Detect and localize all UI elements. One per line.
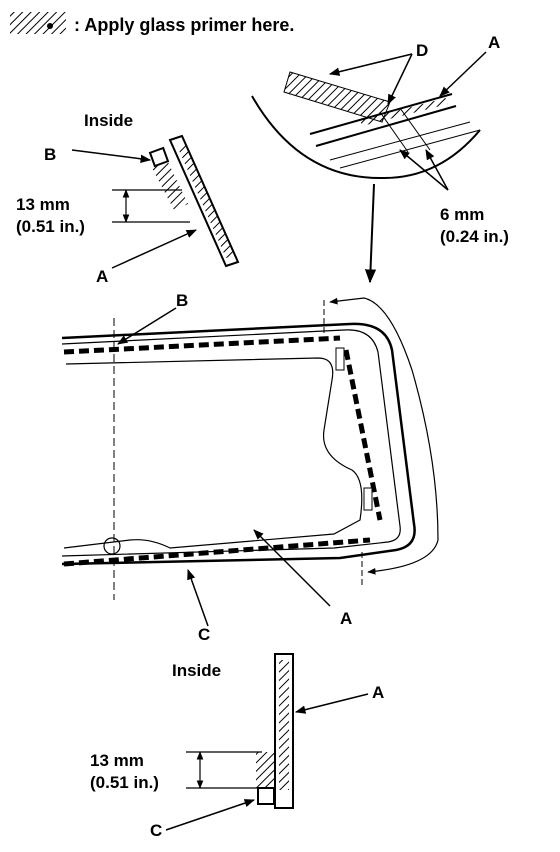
circle-detail-dim-mm: 6 mm xyxy=(440,205,485,224)
bottom-detail-label-a: A xyxy=(372,683,385,702)
legend-text: : Apply glass primer here. xyxy=(74,15,295,35)
bottom-detail-dim-mm: 13 mm xyxy=(90,751,144,770)
bottom-detail-label-c: C xyxy=(150,821,163,840)
main-view-label-c: C xyxy=(198,625,211,644)
main-window-view xyxy=(61,297,439,627)
top-detail-label-b: B xyxy=(44,145,57,164)
main-view-label-a: A xyxy=(340,609,353,628)
top-detail-label-a: A xyxy=(96,267,109,286)
circle-detail-dim-in: (0.24 in.) xyxy=(440,227,509,246)
bottom-detail-inside-label: Inside xyxy=(172,661,222,680)
bottom-detail-dim-in: (0.51 in.) xyxy=(90,773,159,792)
top-detail-dim-mm: 13 mm xyxy=(16,195,70,214)
zoom-circle-detail xyxy=(251,51,487,284)
circle-detail-label-a: A xyxy=(488,33,501,52)
top-detail-dim-in: (0.51 in.) xyxy=(16,217,85,236)
circle-detail-label-d: D xyxy=(416,41,429,60)
main-view-label-b: B xyxy=(176,291,189,310)
top-section-detail xyxy=(71,134,240,269)
bottom-section-detail xyxy=(165,653,369,831)
top-detail-inside-label: Inside xyxy=(84,111,134,130)
legend-hatch-swatch xyxy=(10,12,66,34)
